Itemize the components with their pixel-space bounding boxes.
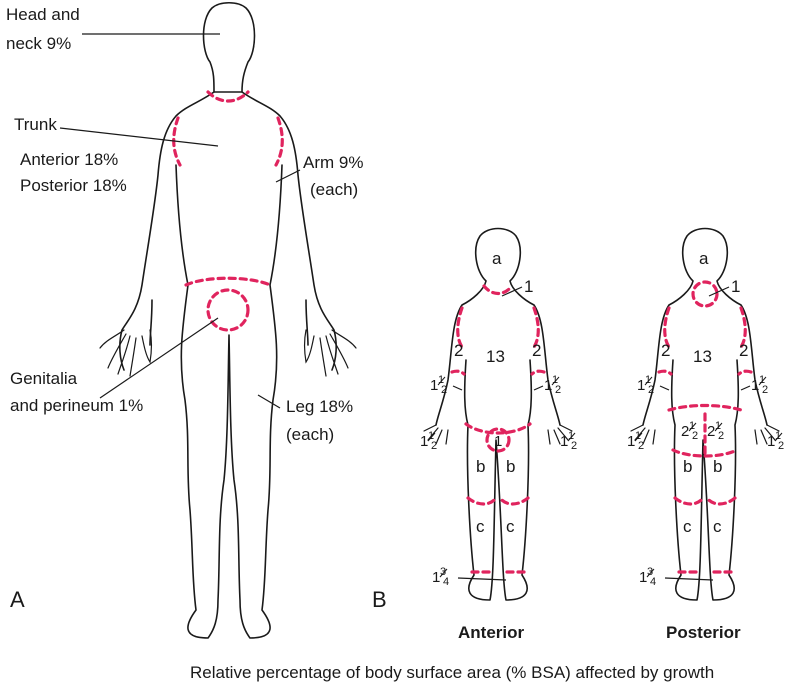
anterior-neck-label: 1 xyxy=(524,277,533,296)
anterior-right-thigh-label: b xyxy=(506,457,515,476)
adult-genital-boundary xyxy=(208,290,248,330)
anterior-right-hand-fraction-den: 2 xyxy=(571,440,577,452)
posterior-waist-boundary xyxy=(669,406,741,411)
anterior-genital-label: 1 xyxy=(494,433,502,450)
posterior-caption: Posterior xyxy=(666,623,741,642)
panel-b-letter: B xyxy=(372,587,387,612)
anterior-right-lower-leg-label: c xyxy=(506,517,515,536)
leg-label-line1: Leg 18% xyxy=(286,397,353,416)
trunk-label: Trunk xyxy=(14,115,57,134)
arm-label-line2: (each) xyxy=(310,180,358,199)
anterior-left-hand-fraction: 112 xyxy=(420,430,437,452)
anterior-left-forearm-leader xyxy=(453,386,462,390)
posterior-right-forearm-fraction-den: 2 xyxy=(762,384,768,396)
posterior-left-upper-arm-label: 2 xyxy=(661,341,670,360)
genitalia-label-line1: Genitalia xyxy=(10,369,78,388)
posterior-foot-fraction-den: 4 xyxy=(650,576,656,588)
adult-figure: Head and neck 9% Trunk Anterior 18% Post… xyxy=(6,3,363,638)
adult-body-outline xyxy=(120,92,336,638)
anterior-left-thigh-label: b xyxy=(476,457,485,476)
posterior-left-hand-fraction: 112 xyxy=(627,430,644,452)
anterior-right-knee-boundary xyxy=(500,498,528,504)
figure-caption: Relative percentage of body surface area… xyxy=(190,663,714,682)
leg-leader xyxy=(258,395,280,408)
adult-left-hand xyxy=(100,330,152,376)
adult-hip-boundary xyxy=(186,278,270,285)
adult-neck-boundary xyxy=(208,92,248,101)
anterior-right-forearm-leader xyxy=(534,386,543,390)
posterior-right-lower-leg-label: c xyxy=(713,517,722,536)
adult-head-outline xyxy=(204,3,255,92)
posterior-right-thigh-label: b xyxy=(713,457,722,476)
anterior-child-body-outline xyxy=(436,229,560,601)
head-neck-label-line2: neck 9% xyxy=(6,34,71,53)
posterior-neck-label: 1 xyxy=(731,277,740,296)
panel-a-letter: A xyxy=(10,587,25,612)
posterior-foot-fraction: 134 xyxy=(639,566,656,588)
posterior-left-knee-boundary xyxy=(675,498,703,504)
anterior-left-hand-fraction-den: 2 xyxy=(431,440,437,452)
posterior-right-hand-fraction-den: 2 xyxy=(778,440,784,452)
anterior-right-elbow-boundary xyxy=(532,371,544,374)
posterior-right-forearm-leader xyxy=(741,386,750,390)
anterior-left-upper-arm-label: 2 xyxy=(454,341,463,360)
posterior-left-hand-fraction-den: 2 xyxy=(638,440,644,452)
anterior-right-forearm-fraction-den: 2 xyxy=(555,384,561,396)
anterior-trunk-label: 13 xyxy=(486,347,505,366)
anterior-foot-leader xyxy=(458,578,506,580)
posterior-head-label: a xyxy=(699,249,709,268)
trunk-anterior-label: Anterior 18% xyxy=(20,150,118,169)
posterior-right-knee-boundary xyxy=(707,498,735,504)
anterior-left-knee-boundary xyxy=(468,498,496,504)
posterior-right-buttock-fraction: 212 xyxy=(707,420,724,442)
anterior-left-forearm-fraction: 112 xyxy=(430,374,447,396)
leg-label-line2: (each) xyxy=(286,425,334,444)
posterior-left-forearm-fraction-den: 2 xyxy=(648,384,654,396)
posterior-foot-leader xyxy=(665,578,713,580)
adult-right-hand xyxy=(305,330,357,376)
adult-right-shoulder-boundary xyxy=(276,118,282,165)
anterior-left-elbow-boundary xyxy=(452,371,464,374)
posterior-left-buttock-fraction-den: 2 xyxy=(692,430,698,442)
anterior-right-upper-arm-label: 2 xyxy=(532,341,541,360)
posterior-right-buttock-fraction-den: 2 xyxy=(718,430,724,442)
anterior-caption: Anterior xyxy=(458,623,525,642)
posterior-left-lower-leg-label: c xyxy=(683,517,692,536)
genitalia-leader xyxy=(100,318,218,398)
trunk-leader xyxy=(60,128,218,146)
head-neck-label-line1: Head and xyxy=(6,5,80,24)
arm-leader xyxy=(276,170,300,182)
anterior-left-lower-leg-label: c xyxy=(476,517,485,536)
anterior-head-label: a xyxy=(492,249,502,268)
arm-label-line1: Arm 9% xyxy=(303,153,363,172)
posterior-left-elbow-boundary xyxy=(659,371,671,374)
anterior-foot-fraction-den: 4 xyxy=(443,576,449,588)
posterior-left-thigh-label: b xyxy=(683,457,692,476)
genitalia-label-line2: and perineum 1% xyxy=(10,396,143,415)
anterior-neck-boundary xyxy=(484,286,512,294)
anterior-left-forearm-fraction-den: 2 xyxy=(441,384,447,396)
trunk-posterior-label: Posterior 18% xyxy=(20,176,127,195)
posterior-left-forearm-leader xyxy=(660,386,669,390)
posterior-right-elbow-boundary xyxy=(739,371,751,374)
posterior-right-upper-arm-label: 2 xyxy=(739,341,748,360)
posterior-trunk-label: 13 xyxy=(693,347,712,366)
